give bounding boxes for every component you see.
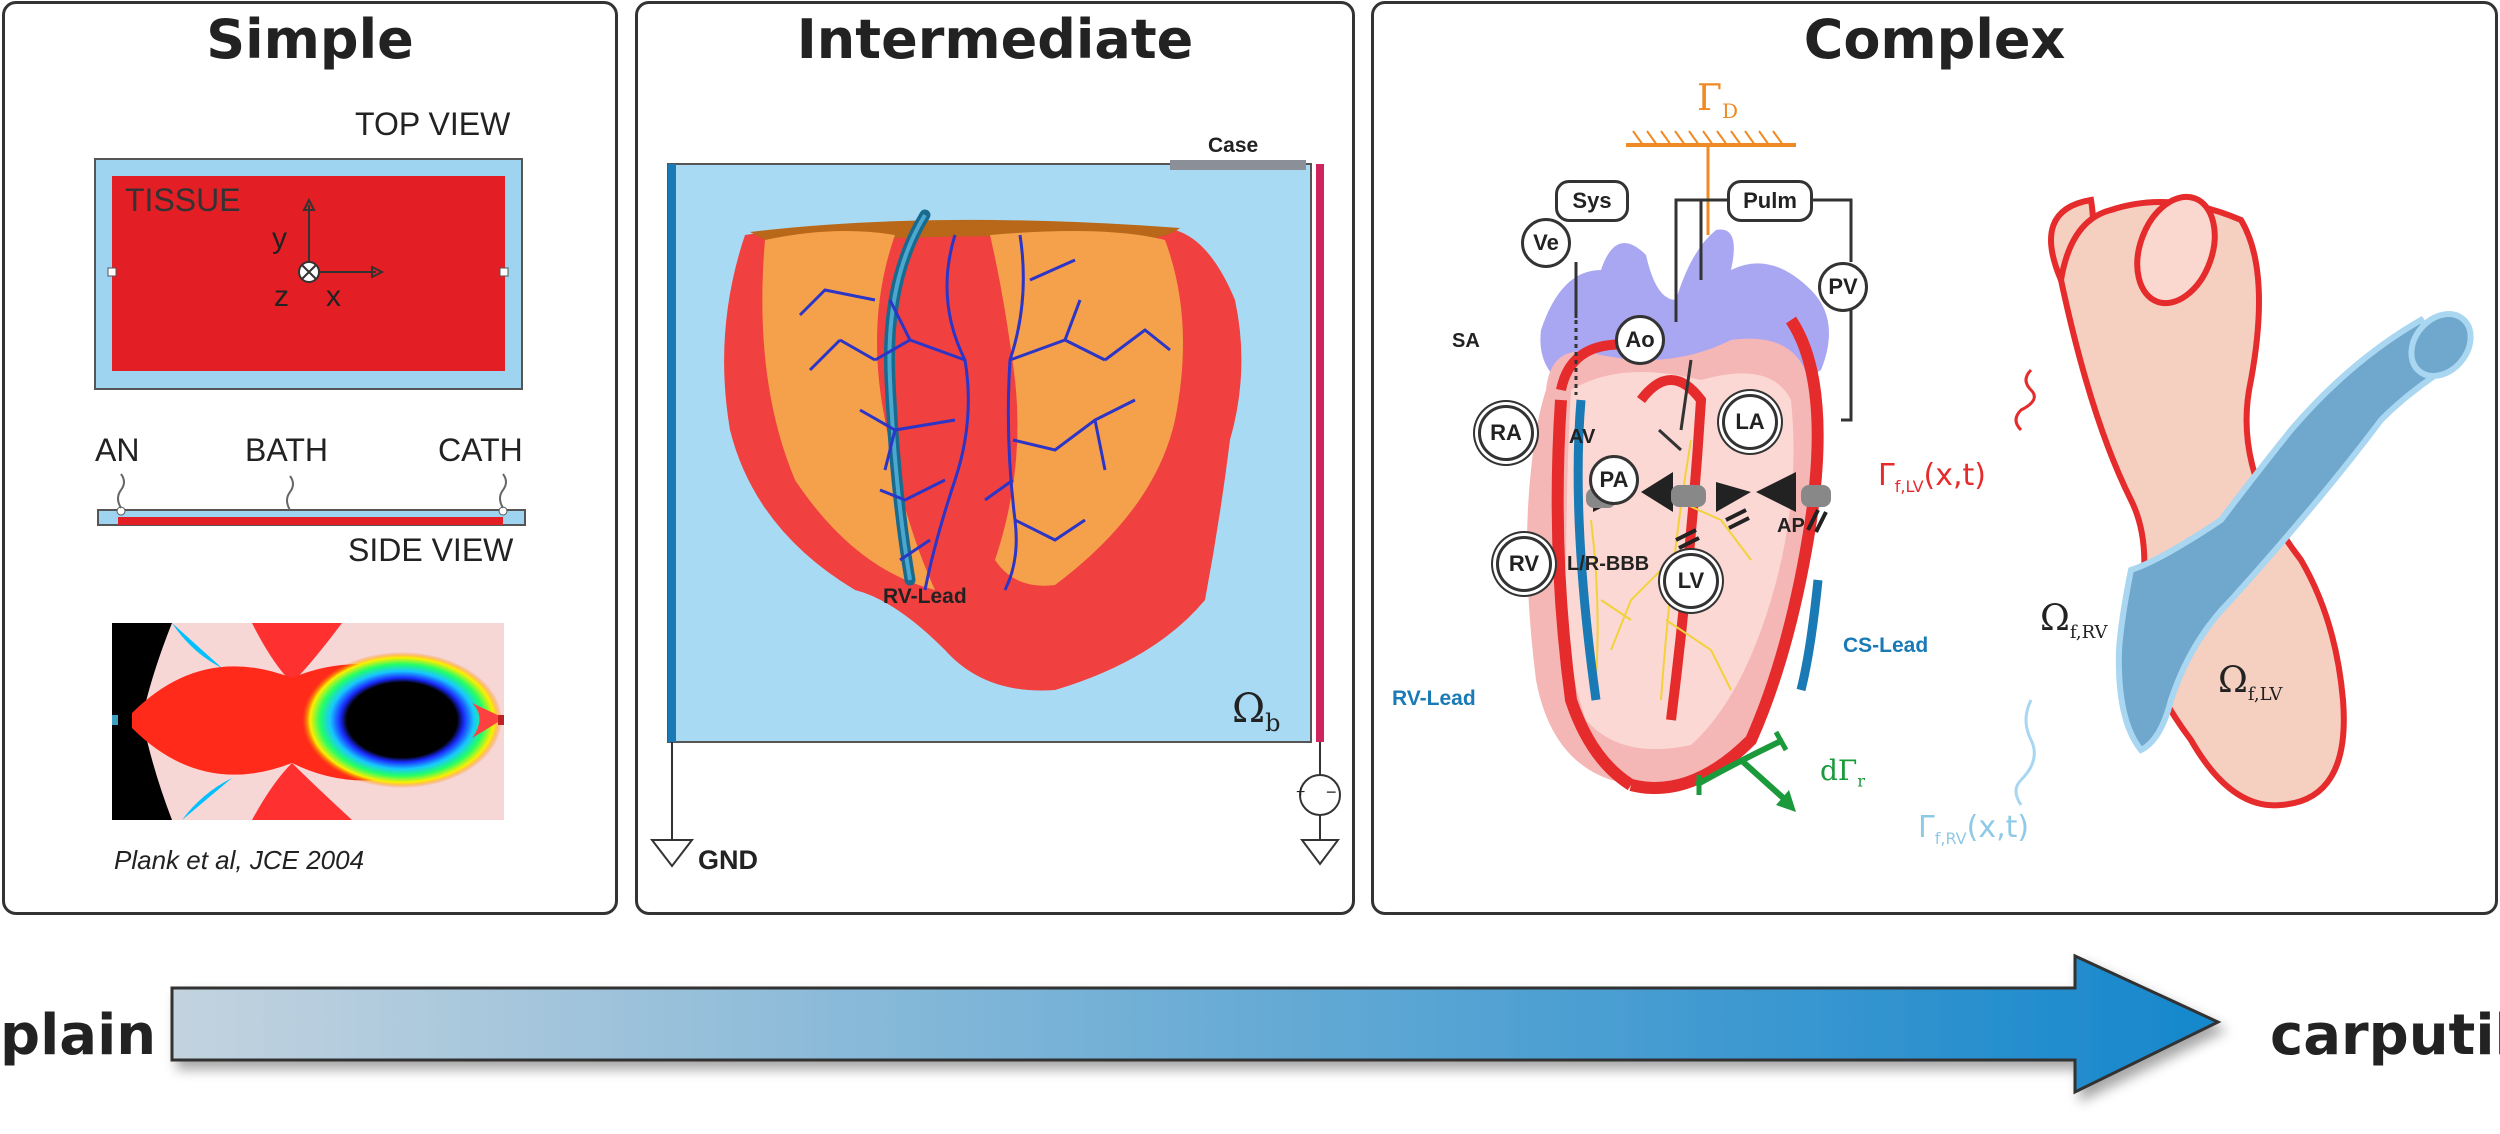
left-electrode-dot bbox=[107, 267, 117, 277]
omega-rv-sub: f,RV bbox=[2069, 622, 2108, 644]
source-minus: − bbox=[1326, 782, 1337, 802]
intermediate-drawing bbox=[649, 160, 1341, 868]
omega-rv-label: Ωf,RV bbox=[2040, 598, 2108, 643]
omega-b-sub: b bbox=[1265, 709, 1281, 737]
omega-b-symbol: Ω bbox=[1232, 686, 1266, 732]
citation: Plank et al, JCE 2004 bbox=[114, 845, 365, 875]
source-plus: + bbox=[1296, 784, 1306, 801]
simple-title: Simple bbox=[206, 8, 414, 71]
axis-z-label: z bbox=[274, 280, 289, 313]
omega-lv-sub: f,LV bbox=[2247, 684, 2283, 706]
gamma-rv-symbol: Γ bbox=[1918, 810, 1935, 845]
sys-node: Sys bbox=[1555, 180, 1629, 222]
cs-lead bbox=[1796, 579, 1823, 692]
omega-rv-symbol: Ω bbox=[2040, 598, 2070, 639]
right-electrode bbox=[1316, 164, 1324, 742]
rv-cavity bbox=[2115, 316, 2456, 754]
case-bar bbox=[1170, 160, 1306, 170]
cath-label: CATH bbox=[438, 432, 523, 468]
intermediate-rv-lead-label: RV-Lead bbox=[883, 585, 967, 608]
ra-node: RA bbox=[1478, 405, 1534, 461]
intermediate-title: Intermediate bbox=[796, 8, 1194, 71]
gamma-lv-label: Γf,LV(x,t) bbox=[1878, 458, 1986, 496]
simulation-heatmap bbox=[112, 623, 504, 820]
pv-node: PV bbox=[1818, 262, 1868, 312]
right-electrode-dot bbox=[499, 267, 509, 277]
gnd-label: GND bbox=[698, 845, 758, 875]
side-view-label: SIDE VIEW bbox=[348, 532, 514, 568]
gamma-d-sub: D bbox=[1721, 99, 1739, 124]
axis-y-label: y bbox=[272, 222, 287, 255]
pa-node: PA bbox=[1589, 455, 1639, 505]
an-label: AN bbox=[95, 432, 140, 468]
d-gamma-symbol: dΓ bbox=[1820, 754, 1858, 787]
gamma-d-symbol: Γ bbox=[1697, 78, 1722, 119]
progression-arrow bbox=[170, 953, 2222, 1095]
myocardium-left bbox=[762, 231, 935, 590]
axis-x-label: x bbox=[326, 280, 341, 313]
complex-title: Complex bbox=[1803, 8, 2066, 71]
complex-rv-lead bbox=[1573, 399, 1601, 701]
d-gamma-sub: r bbox=[1857, 771, 1866, 791]
left-electrode bbox=[668, 164, 676, 742]
gamma-lv-symbol: Γ bbox=[1878, 458, 1895, 493]
omega-b-label: Ωb bbox=[1232, 686, 1281, 737]
omega-lv-symbol: Ω bbox=[2218, 660, 2248, 701]
complex-rv-lead-label: RV-Lead bbox=[1392, 687, 1476, 710]
gamma-lv-sub: f,LV bbox=[1894, 477, 1924, 496]
gamma-rv-sub: f,RV bbox=[1934, 829, 1967, 848]
bath-label: BATH bbox=[245, 432, 328, 468]
ap-label: AP bbox=[1777, 515, 1805, 537]
d-gamma-label: dΓr bbox=[1820, 754, 1865, 791]
tissue-label: TISSUE bbox=[125, 182, 241, 218]
carputils-label: carputils bbox=[2270, 1003, 2500, 1068]
case-label: Case bbox=[1208, 134, 1259, 157]
myocardium-right bbox=[990, 231, 1183, 586]
gamma-rv-args: (x,t) bbox=[1966, 810, 2030, 845]
cs-lead-label: CS-Lead bbox=[1843, 634, 1929, 657]
lrbbb-label: L/R-BBB bbox=[1567, 553, 1650, 575]
sa-label: SA bbox=[1452, 330, 1480, 352]
gamma-rv-label: Γf,RV(x,t) bbox=[1918, 810, 2029, 848]
top-view-label: TOP VIEW bbox=[355, 106, 511, 142]
av-label: AV bbox=[1569, 426, 1596, 448]
ao-node: Ao bbox=[1615, 315, 1665, 365]
gamma-d-label: ΓD bbox=[1697, 78, 1738, 123]
gamma-lv-args: (x,t) bbox=[1923, 458, 1987, 493]
ve-node: Ve bbox=[1521, 218, 1571, 268]
side-tissue-rect bbox=[118, 517, 503, 525]
top-view-drawing bbox=[94, 158, 526, 526]
lv-node: LV bbox=[1663, 553, 1719, 609]
la-node: LA bbox=[1722, 394, 1778, 450]
rv-node: RV bbox=[1496, 536, 1552, 592]
pulm-node: Pulm bbox=[1727, 180, 1813, 222]
plain-label: plain bbox=[0, 1003, 157, 1068]
omega-lv-label: Ωf,LV bbox=[2218, 660, 2282, 705]
